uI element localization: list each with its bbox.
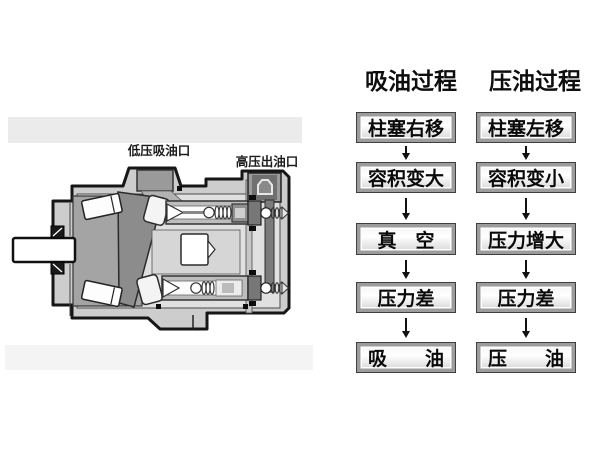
pump-cross-section-diagram: [11, 166, 291, 331]
piston-assembly-bottom: [161, 270, 290, 306]
drive-shaft: [11, 236, 77, 264]
flow-step-vacuum: 真 空: [356, 223, 456, 255]
label-suction-port: 低压吸油口: [127, 143, 191, 158]
flow-step-oil-discharge: 压 油: [476, 342, 576, 373]
background-band-top: [8, 117, 302, 143]
seal-dot: [243, 304, 248, 309]
bearing-bottom: [80, 279, 123, 308]
label-outlet-port: 高压出油口: [235, 154, 299, 169]
shaft-seal-bottom: [50, 261, 65, 275]
flow-step-pressure-increases: 压力增大: [476, 223, 576, 255]
down-arrow-icon: [405, 260, 407, 273]
down-arrow-icon: [525, 198, 527, 214]
flowchart-suction-process: 吸油过程 柱塞右移 容积变大 真 空 压力差 吸 油: [356, 60, 457, 390]
central-spool: [180, 233, 216, 266]
flowchart-pressure-process: 压油过程 柱塞左移 容积变小 压力增大 压力差 压 油: [476, 60, 581, 390]
piston-cone-bottom: [162, 277, 181, 299]
suction-port-opening: [136, 169, 174, 192]
flowchart-title-pressure: 压油过程: [489, 69, 581, 95]
flow-step-volume-increases: 容积变大: [356, 162, 456, 193]
down-arrow-icon: [405, 198, 407, 214]
hex-plug-icon: [257, 179, 273, 195]
piston-assembly-top: [165, 195, 290, 231]
piston-shoe-bottom: [136, 274, 164, 306]
check-valve-ball-bottom: [260, 282, 272, 294]
shaft-seal-top: [50, 225, 65, 239]
flow-step-volume-decreases: 容积变小: [476, 162, 576, 193]
bearing-top: [80, 192, 123, 221]
down-arrow-icon: [405, 318, 407, 332]
check-valve-ball-top: [260, 207, 272, 219]
piston-cone-top: [166, 203, 185, 222]
outlet-port: [247, 172, 282, 203]
down-arrow-icon: [525, 318, 527, 332]
flow-step-piston-moves-left: 柱塞左移: [476, 112, 576, 143]
flow-step-piston-moves-right: 柱塞右移: [356, 112, 456, 143]
down-arrow-icon: [525, 146, 527, 154]
seal-dot: [177, 186, 182, 191]
down-arrow-icon: [405, 146, 407, 154]
flow-step-pressure-difference: 压力差: [476, 282, 576, 313]
flow-step-pressure-difference: 压力差: [356, 282, 456, 313]
seal-dot: [156, 304, 161, 309]
flow-step-oil-suction: 吸 油: [356, 342, 456, 373]
piston-spring-bottom: [201, 281, 215, 295]
flowchart-title-suction: 吸油过程: [365, 69, 457, 95]
down-arrow-icon: [525, 260, 527, 273]
background-band-bottom: [5, 345, 313, 370]
piston-spring-top: [214, 205, 232, 220]
